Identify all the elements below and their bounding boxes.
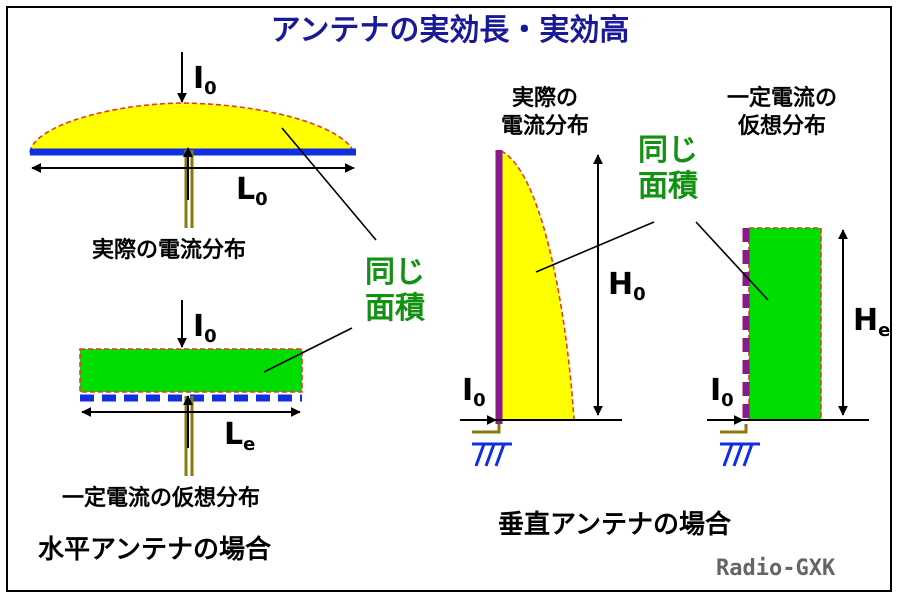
horizontal-antenna-caption: 水平アンテナの場合: [38, 535, 271, 565]
current-label-top: I0: [193, 61, 217, 99]
actual-current-area-vertical: [500, 149, 575, 421]
constant-current-area-horizontal: [79, 348, 303, 393]
length-label-l0: L0: [236, 172, 268, 210]
ground-hatch: [474, 443, 486, 467]
constant-current-area-vertical: [748, 227, 822, 421]
constant-distribution-label-vertical: 一定電流の 仮想分布: [726, 86, 837, 139]
leader-line-horizontal-lower: [263, 327, 353, 373]
constant-distribution-label-horizontal: 一定電流の仮想分布: [62, 486, 261, 511]
actual-current-area-horizontal: [29, 102, 356, 153]
credit-label: Radio-GXK: [716, 556, 836, 581]
actual-distribution-label-vertical: 実際の 電流分布: [500, 86, 589, 139]
height-label-he: He: [853, 303, 891, 341]
ground-hatch: [742, 443, 754, 467]
page-title: アンテナの実効長・実効高: [270, 13, 630, 48]
current-label-vertical: I0: [462, 373, 486, 411]
leader-line-vertical-left: [535, 221, 655, 273]
ground-hatch: [484, 443, 496, 467]
vertical-antenna-caption: 垂直アンテナの場合: [498, 510, 731, 540]
length-label-le: Le: [224, 417, 256, 455]
feed-connector-vertical: [472, 424, 501, 434]
ground-hatch: [732, 443, 744, 467]
same-area-label-horizontal: 同じ 面積: [365, 255, 425, 326]
leader-line-vertical-right: [695, 221, 769, 301]
actual-distribution-label-horizontal: 実際の電流分布: [92, 238, 247, 263]
leader-line-horizontal-upper: [281, 127, 377, 241]
same-area-label-vertical: 同じ 面積: [638, 133, 698, 204]
current-label-effective: I0: [710, 373, 734, 411]
height-label-h0: H0: [608, 267, 646, 305]
current-label-lower: I0: [193, 309, 217, 347]
ground-hatch: [494, 443, 506, 467]
feed-connector-effective: [720, 424, 748, 434]
ground-hatch: [722, 443, 734, 467]
